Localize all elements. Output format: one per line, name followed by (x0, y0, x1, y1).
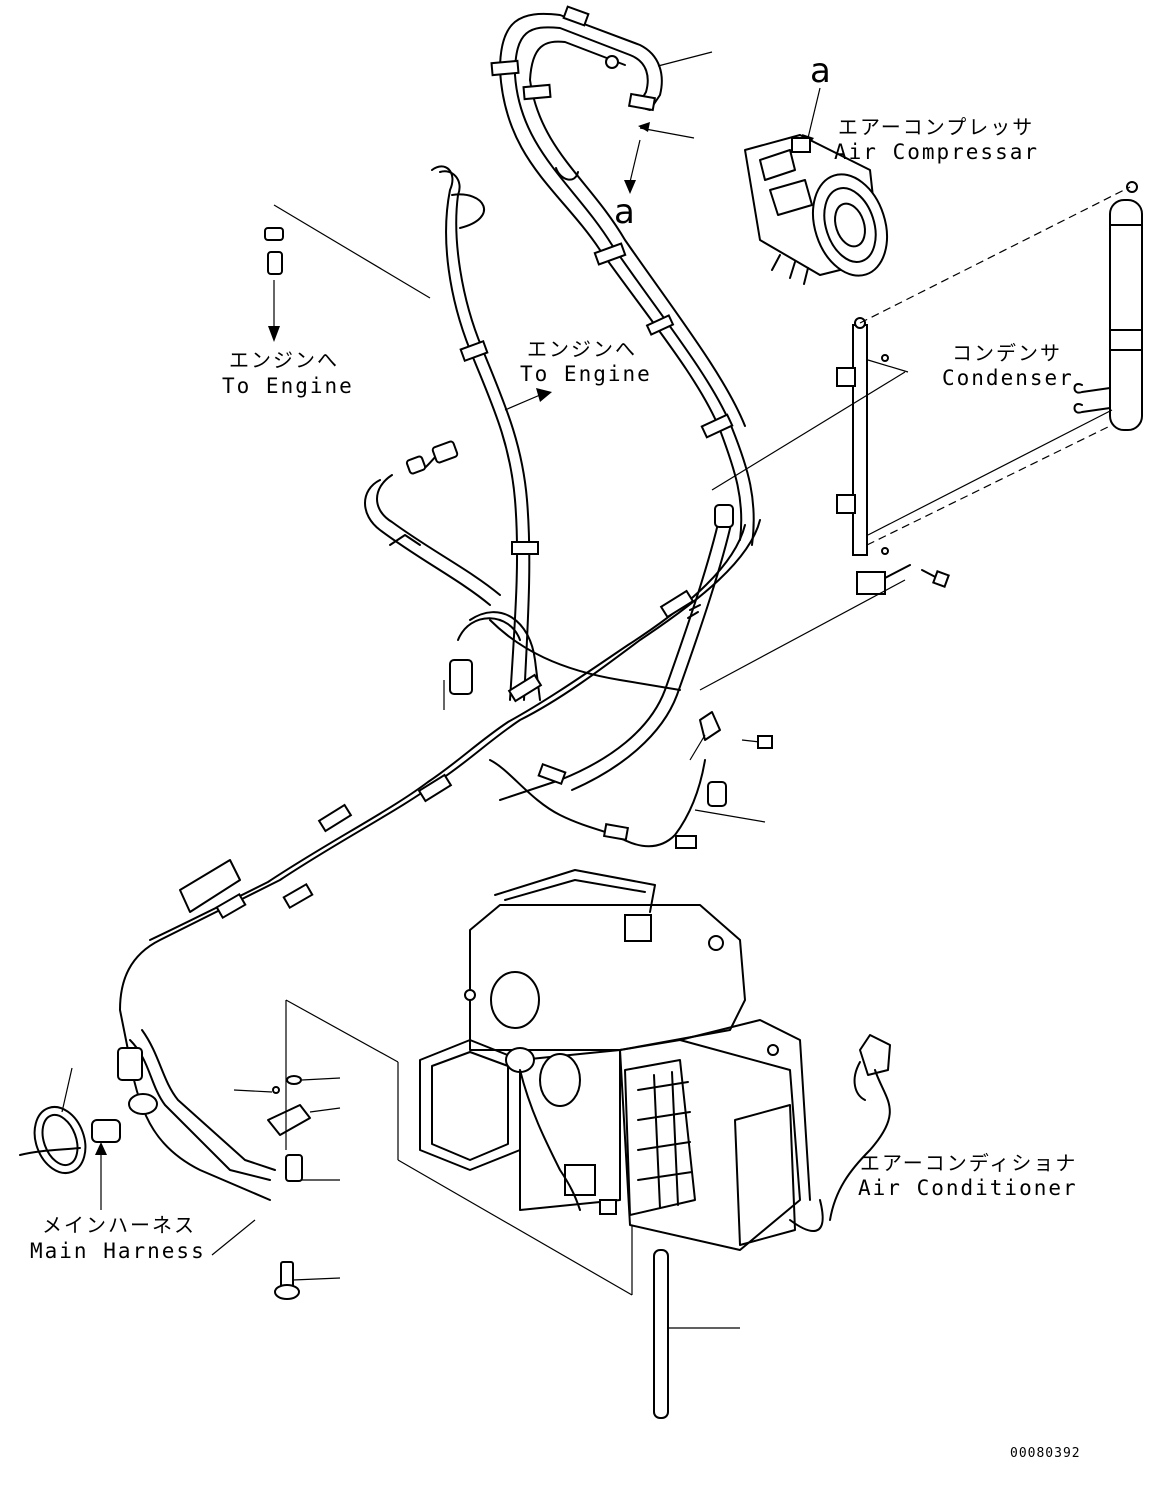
condenser-jp-label: コンデンサ (952, 341, 1062, 365)
to-engine-left-fitting (264, 204, 431, 342)
main-harness-en-label: Main Harness (30, 1239, 206, 1263)
air-compressor-jp-label: エアーコンプレッサ (838, 115, 1035, 139)
to-engine-left-en-label: To Engine (222, 374, 354, 398)
ref-a-mid-label: a (614, 192, 635, 232)
main-harness-drawing (19, 1029, 276, 1256)
drain-hose-drawing (653, 1249, 740, 1419)
air-compressor-drawing (744, 134, 888, 285)
compressor-hose-loop (490, 5, 755, 546)
main-tubes (119, 519, 906, 1201)
middle-hoses (364, 165, 734, 801)
ref-a-top-label: a (810, 51, 831, 91)
to-engine-mid-jp-label: エンジンへ (527, 337, 637, 361)
condenser-en-label: Condenser (942, 366, 1074, 390)
leaders-top (624, 51, 821, 194)
label-leaders (711, 371, 906, 491)
main-harness-jp-label: メインハーネス (42, 1213, 196, 1237)
air-conditioner-en-label: Air Conditioner (858, 1176, 1078, 1200)
air-compressor-en-label: Air Compressar (834, 140, 1040, 164)
small-fittings (233, 999, 633, 1300)
air-conditioner-jp-label: エアーコンディショナ (860, 1151, 1078, 1175)
condenser-drawing (836, 181, 1143, 595)
drawing-code-label: 00080392 (1010, 1446, 1081, 1461)
to-engine-mid-en-label: To Engine (520, 362, 652, 386)
to-engine-left-jp-label: エンジンへ (229, 348, 339, 372)
air-conditioner-drawing (419, 869, 891, 1251)
